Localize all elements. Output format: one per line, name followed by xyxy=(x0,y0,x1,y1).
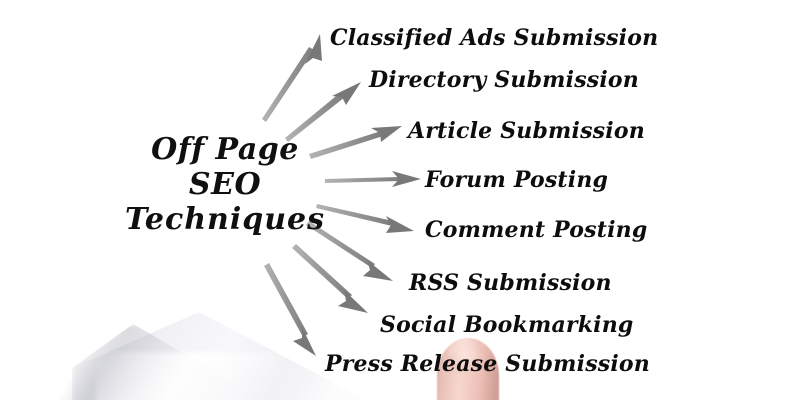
arrow-to-press-release-submission xyxy=(264,263,316,356)
technique-label-forum-posting: Forum Posting xyxy=(425,167,609,193)
center-title-line-3: Techniques xyxy=(124,202,326,237)
center-concept-title: Off Page SEO Techniques xyxy=(120,132,330,237)
technique-label-social-bookmarking: Social Bookmarking xyxy=(380,312,634,338)
arrow-to-rss-submission xyxy=(306,221,393,281)
arrow-to-comment-posting xyxy=(316,204,414,233)
technique-label-press-release-submission: Press Release Submission xyxy=(325,351,650,377)
technique-label-directory-submission: Directory Submission xyxy=(369,67,639,93)
arrow-to-classified-ads-submission xyxy=(262,34,322,122)
center-title-line-2: SEO xyxy=(188,167,262,202)
arrow-to-forum-posting xyxy=(325,171,421,187)
technique-label-rss-submission: RSS Submission xyxy=(409,270,612,296)
arrow-to-directory-submission xyxy=(285,82,361,142)
technique-label-classified-ads-submission: Classified Ads Submission xyxy=(330,25,659,51)
center-title-line-1: Off Page xyxy=(151,132,299,167)
technique-label-comment-posting: Comment Posting xyxy=(425,217,648,243)
arrow-to-article-submission xyxy=(309,126,402,159)
technique-label-article-submission: Article Submission xyxy=(408,118,645,144)
arrow-to-social-bookmarking xyxy=(292,244,368,313)
